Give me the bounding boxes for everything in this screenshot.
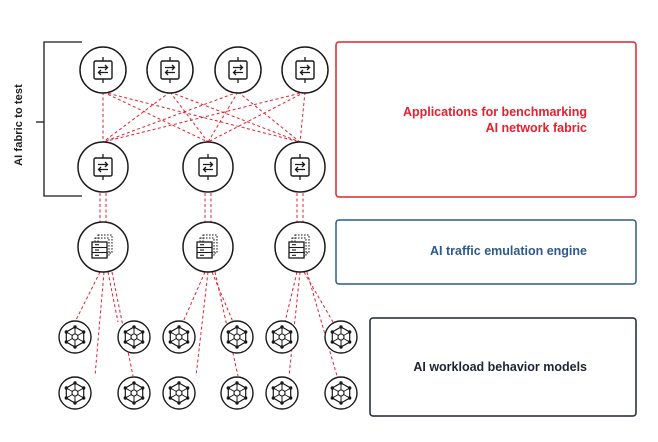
engine-model-links [74,271,338,377]
fabric-bracket [43,41,82,197]
emulation-label: AI traffic emulation engine [430,244,587,258]
workload-model [117,376,151,410]
emulation-box [335,219,637,285]
emulation-engine [274,221,326,273]
applications-label-line-2: AI network fabric [485,121,587,135]
leaf-engine-links [99,193,304,222]
spine-switch [281,46,329,94]
workload-model [162,320,196,354]
workload-model [58,376,92,410]
spine-switch [214,46,262,94]
applications-box [335,41,637,198]
fabric-label: AI fabric to test [2,70,36,180]
leaf-switch [77,141,129,193]
applications-label: Applications for benchmarking AI network… [360,104,587,136]
emulation-engine [182,221,234,273]
workload-model [220,376,254,410]
applications-label-line-1: Applications for benchmarking [402,105,587,119]
workload-model [117,320,151,354]
fabric-label-text: AI fabric to test [13,84,25,166]
workload-model [162,376,196,410]
workload-model [220,320,254,354]
spine-switch [146,46,194,94]
leaf-switch [182,141,234,193]
spine-leaf-links [102,91,306,143]
models-label: AI workload behavior models [413,360,587,374]
workload-model [265,320,299,354]
emulation-engine [77,221,129,273]
workload-model [58,320,92,354]
workload-model [324,320,358,354]
workload-model [265,376,299,410]
leaf-switch [274,141,326,193]
models-box [369,317,637,417]
workload-model [324,376,358,410]
spine-switch [79,46,127,94]
